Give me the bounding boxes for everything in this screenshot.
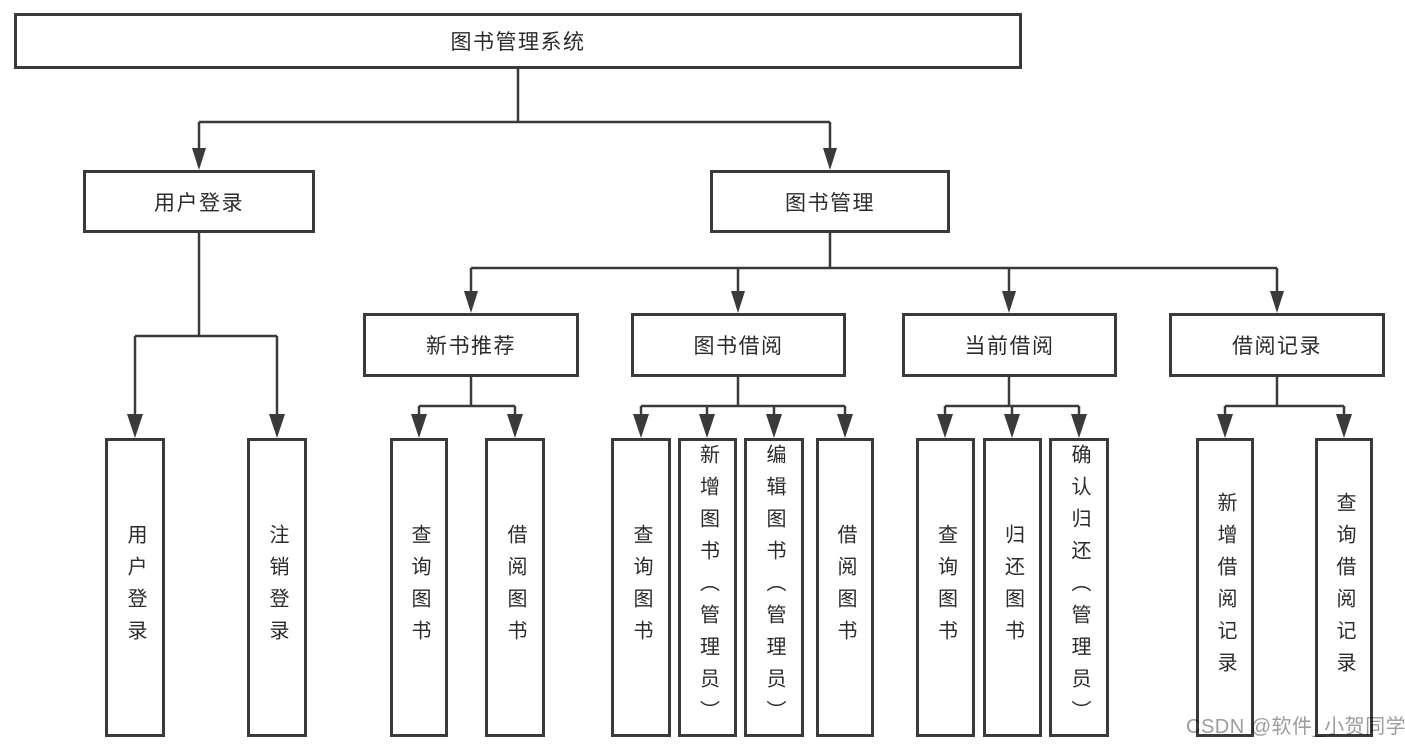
arrowhead	[1071, 414, 1087, 438]
node-root-library-system: 图书管理系统	[14, 13, 1022, 69]
node-new-book-recommend: 新书推荐	[363, 313, 579, 377]
node-borrowing-records: 借阅记录	[1169, 313, 1385, 377]
arrowhead	[823, 148, 837, 170]
connector-recommend-to-leaves	[417, 377, 517, 418]
arrowhead	[1004, 414, 1020, 438]
arrowhead	[937, 414, 953, 438]
leaf-current-query-books: 查询图书	[916, 438, 975, 737]
arrowhead	[699, 414, 715, 438]
connector-borrow-to-leaves	[639, 377, 847, 418]
arrowhead	[731, 291, 745, 313]
connector-records-to-leaves	[1223, 377, 1346, 418]
arrowheads	[127, 148, 1352, 438]
arrowhead	[464, 291, 478, 313]
connector-root-to-level2	[197, 69, 832, 150]
leaf-borrow-add-books-admin: 新增图书（管理员）	[678, 438, 737, 737]
arrowhead	[269, 414, 285, 438]
node-user-login: 用户登录	[83, 170, 315, 233]
arrowhead	[1217, 414, 1233, 438]
arrowhead	[766, 414, 782, 438]
arrowhead	[1336, 414, 1352, 438]
arrowhead	[127, 414, 143, 438]
arrowhead	[1270, 291, 1284, 313]
node-book-management: 图书管理	[710, 170, 950, 233]
leaf-borrow-edit-books-admin: 编辑图书（管理员）	[744, 438, 804, 737]
arrowhead	[837, 414, 853, 438]
node-book-borrowing: 图书借阅	[631, 313, 846, 377]
arrowhead	[507, 414, 523, 438]
leaf-logout-login: 注销登录	[247, 438, 307, 737]
leaf-borrow-query-books: 查询图书	[611, 438, 671, 737]
leaf-records-add-record: 新增借阅记录	[1196, 438, 1254, 737]
arrowhead	[633, 414, 649, 438]
leaf-records-query-record: 查询借阅记录	[1315, 438, 1373, 737]
arrowhead	[411, 414, 427, 438]
connector-user-login-to-leaves	[133, 233, 279, 418]
connector-current-to-leaves	[943, 377, 1081, 418]
leaf-current-return-books: 归还图书	[983, 438, 1042, 737]
leaf-user-login: 用户登录	[105, 438, 165, 737]
csdn-watermark: CSDN @软件_小贺同学	[1186, 716, 1405, 738]
arrowhead	[1002, 291, 1016, 313]
arrowhead	[192, 148, 206, 170]
leaf-recommend-query-books: 查询图书	[390, 438, 448, 737]
leaf-borrow-borrow-books: 借阅图书	[816, 438, 874, 737]
leaf-recommend-borrow-books: 借阅图书	[485, 438, 545, 737]
node-current-borrowing: 当前借阅	[902, 313, 1117, 377]
leaf-current-confirm-return-admin: 确认归还（管理员）	[1049, 438, 1109, 737]
connector-book-mgmt-to-level3	[469, 233, 1279, 293]
